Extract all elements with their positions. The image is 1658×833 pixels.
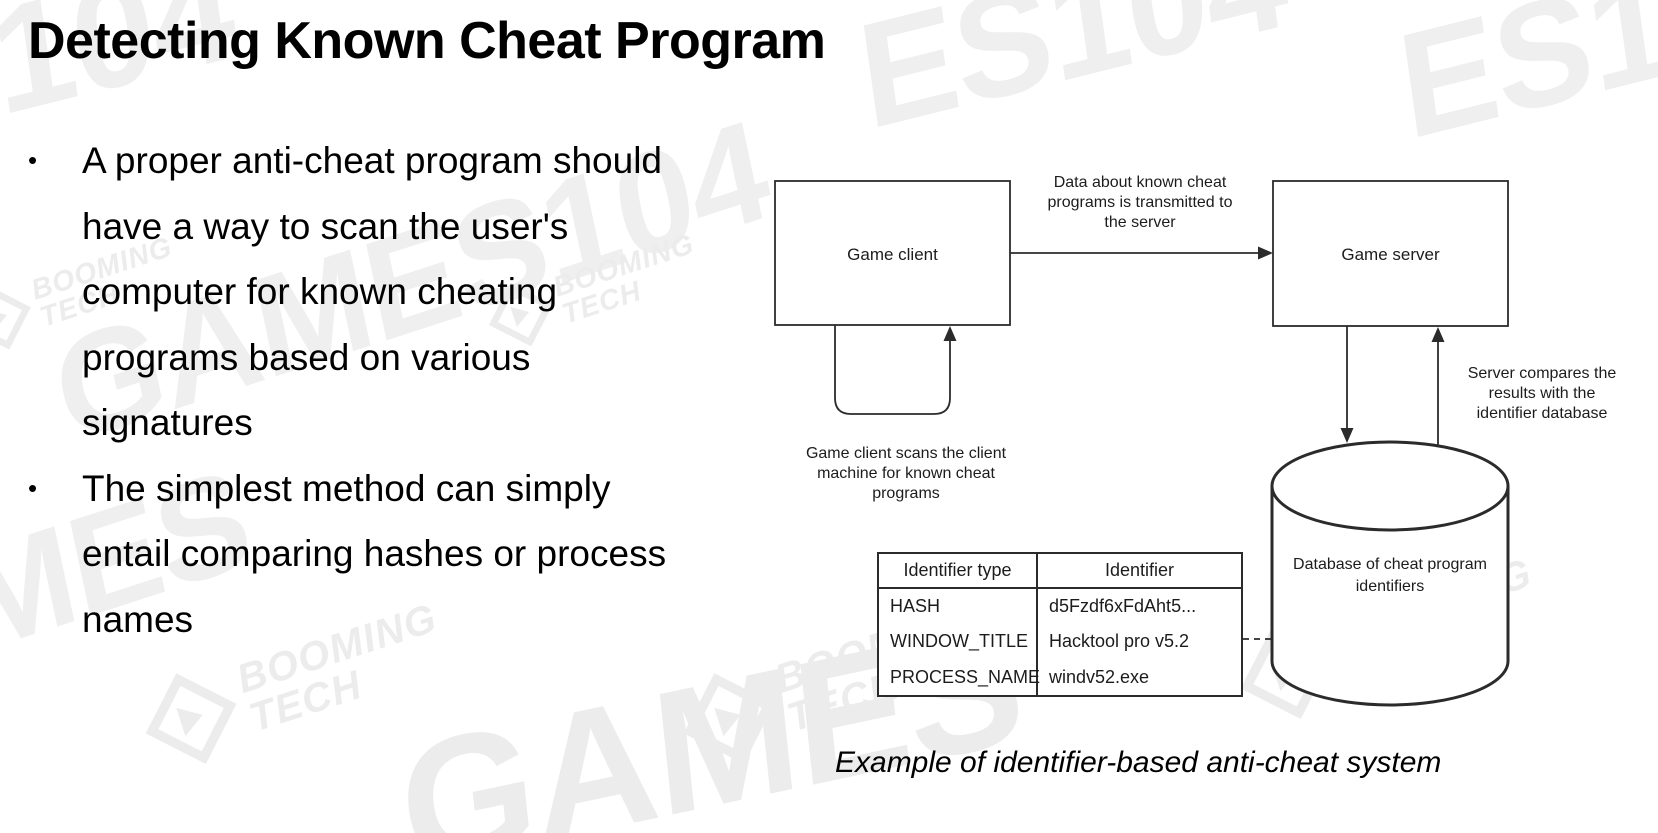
diagram-caption: Example of identifier-based anti-cheat s… (835, 746, 1442, 779)
annotation-line: Database of cheat program (1293, 556, 1487, 573)
bullet-item: • A proper anti-cheat program should hav… (28, 128, 688, 456)
bullet-list: • A proper anti-cheat program should hav… (28, 128, 688, 652)
annotation-line: Server compares the (1467, 365, 1617, 382)
table-row: WINDOW_TITLE Hacktool pro v5.2 (879, 624, 1241, 660)
annotation-line: programs is transmitted to (1047, 194, 1233, 211)
annotation-line: identifier database (1476, 405, 1608, 422)
database-cylinder-body (1270, 486, 1510, 707)
game-client-label: Game client (847, 245, 938, 264)
transmit-annotation: Data about known cheat programs is trans… (1030, 173, 1250, 233)
table-cell: WINDOW_TITLE (879, 624, 1038, 660)
scan-annotation: Game client scans the client machine for… (786, 444, 1026, 504)
bullet-line: names (82, 598, 194, 640)
bullet-text: The simplest method can simply entail co… (82, 456, 688, 653)
bullet-line: programs based on various (82, 336, 531, 378)
bullet-line: The simplest method can simply (82, 467, 611, 509)
database-label: Database of cheat program identifiers (1270, 554, 1510, 598)
table-row: PROCESS_NAME windv52.exe (879, 659, 1241, 695)
annotation-line: Data about known cheat (1053, 174, 1227, 191)
annotation-line: Game client scans the client (805, 445, 1007, 462)
table-row: HASH d5Fzdf6xFdAht5... (879, 589, 1241, 625)
annotation-line: the server (1104, 214, 1176, 231)
table-cell: PROCESS_NAME (879, 659, 1040, 695)
annotation-line: results with the (1488, 385, 1596, 402)
client-to-server-arrowhead (1258, 246, 1273, 260)
table-cell: windv52.exe (1049, 666, 1150, 687)
page-title: Detecting Known Cheat Program (28, 12, 826, 70)
column-header: Identifier type (879, 554, 1038, 587)
bullet-line: computer for known cheating (82, 271, 558, 312)
scan-loop-arrow (834, 325, 951, 415)
bullet-line: entail comparing hashes or process (82, 533, 667, 574)
bullet-text: A proper anti-cheat program should have … (82, 128, 688, 456)
annotation-line: programs (872, 485, 940, 502)
game-server-label: Game server (1341, 245, 1440, 264)
database-cylinder-top (1270, 440, 1510, 532)
bullet-line: signatures (82, 402, 253, 443)
bullet-marker: • (28, 145, 38, 175)
game-server-box (1272, 180, 1509, 327)
identifier-table: Identifier type Identifier HASH d5Fzdf6x… (877, 552, 1243, 697)
annotation-line: machine for known cheat (817, 465, 995, 482)
db-to-server-arrowhead (1431, 327, 1445, 342)
game-client-box (774, 180, 1011, 326)
column-header: Identifier (1104, 560, 1175, 580)
compare-annotation: Server compares the results with the ide… (1452, 364, 1632, 424)
annotation-line: identifiers (1355, 578, 1425, 595)
server-to-db-arrowhead (1340, 428, 1354, 443)
bullet-marker: • (28, 472, 38, 503)
bullet-item: • The simplest method can simply entail … (28, 456, 688, 653)
bullet-line: A proper anti-cheat program should (82, 140, 663, 181)
table-cell: d5Fzdf6xFdAht5... (1049, 596, 1197, 617)
table-header-row: Identifier type Identifier (879, 554, 1241, 589)
table-cell: HASH (879, 589, 1038, 625)
bullet-line: have a way to scan the user's (82, 205, 569, 247)
table-cell: Hacktool pro v5.2 (1049, 631, 1190, 652)
scan-loop-arrowhead (943, 326, 957, 341)
